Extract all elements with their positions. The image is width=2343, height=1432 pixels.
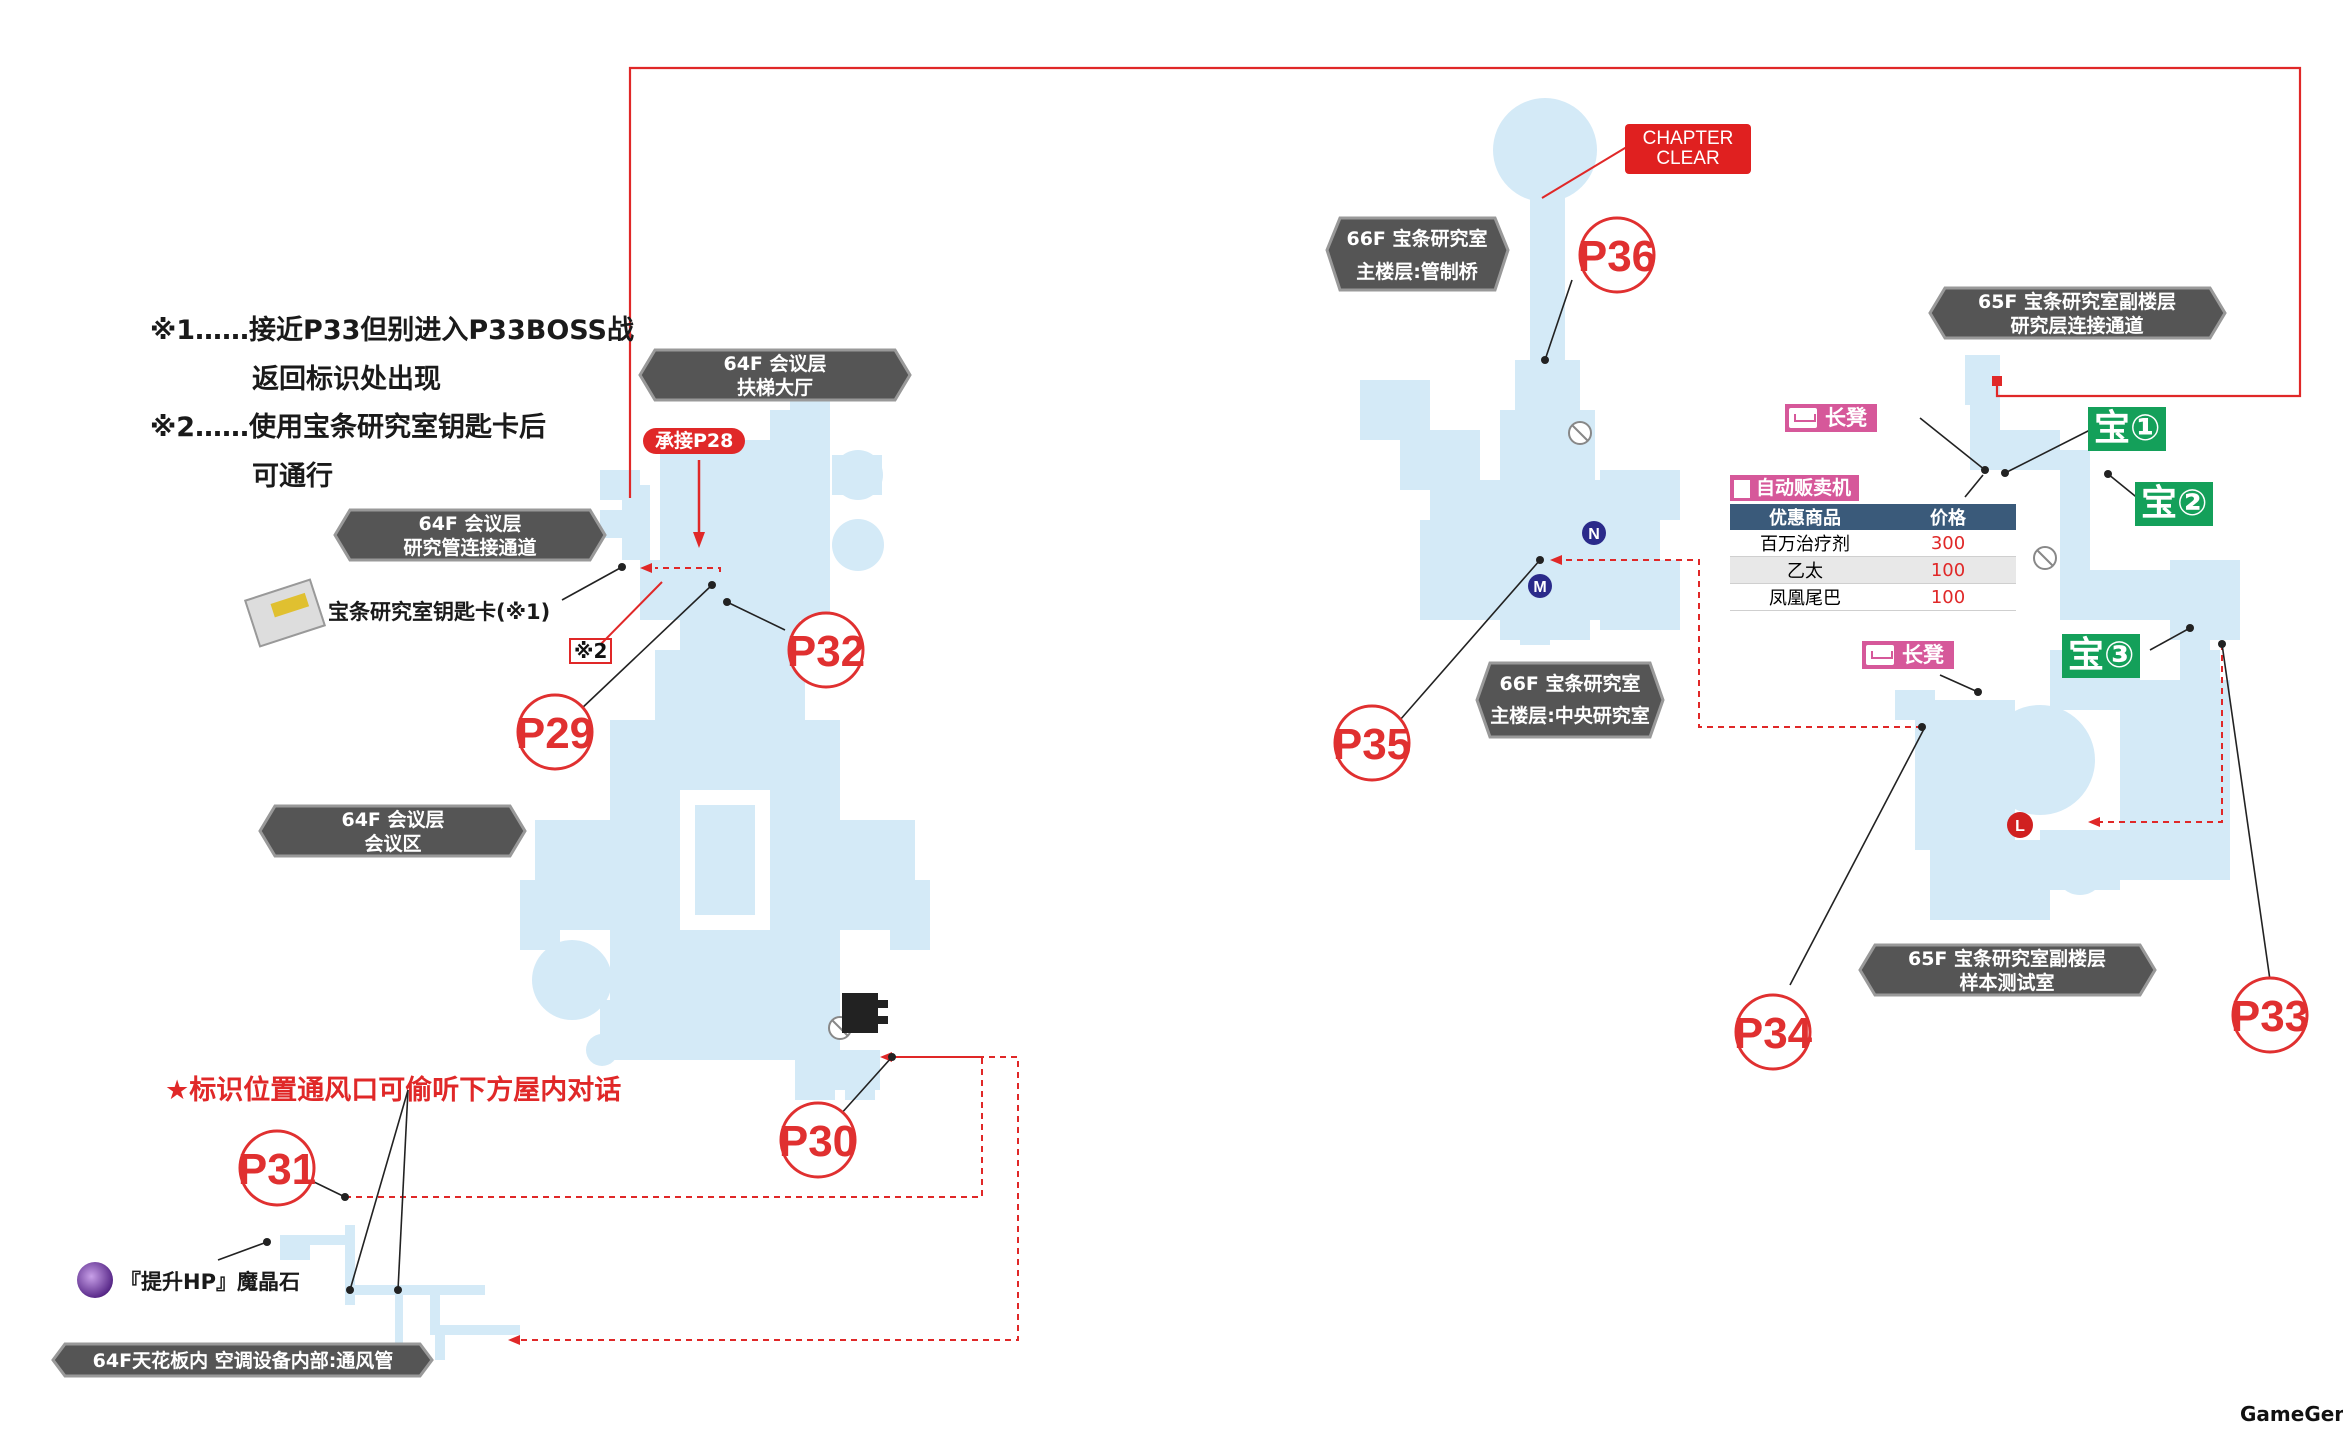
col-item-header: 优惠商品: [1730, 504, 1880, 530]
label-64f-conf-line1: 64F 会议层: [341, 808, 444, 831]
marker-m-text: M: [1533, 579, 1546, 596]
label-64f-escalator-line1: 64F 会议层: [723, 352, 826, 375]
note2-line2: 可通行: [252, 461, 333, 492]
area-label-65f-sample: 65F 宝条研究室副楼层 样本测试室: [1858, 943, 2157, 997]
item-price: 300: [1880, 530, 2016, 557]
marker-n-text: N: [1588, 526, 1600, 543]
page-marker-p36[interactable]: P36: [1578, 216, 1656, 294]
table-row: 百万治疗剂 300: [1730, 530, 2016, 557]
area-label-65f-conn: 65F 宝条研究室副楼层 研究层连接通道: [1928, 286, 2227, 340]
locked-door-icon: [828, 1016, 852, 1040]
label-65f-conn-line1: 65F 宝条研究室副楼层: [1978, 290, 2176, 313]
p32-label: P32: [787, 627, 865, 676]
label-64f-lab-line2: 研究管连接通道: [403, 536, 536, 559]
bench-label-2: 长凳: [1902, 643, 1944, 667]
label-66f-bridge-line1: 66F 宝条研究室: [1346, 227, 1487, 250]
page-marker-p33[interactable]: P33: [2231, 976, 2309, 1054]
marker-n: N: [1582, 521, 1606, 545]
marker-l-text: L: [2015, 818, 2025, 835]
page-marker-p34[interactable]: P34: [1734, 993, 1813, 1071]
item-name: 凤凰尾巴: [1730, 583, 1880, 611]
area-label-64f-duct: 64F天花板内 空调设备内部:通风管: [51, 1342, 434, 1378]
p34-label: P34: [1734, 1009, 1813, 1058]
treasure-1: 宝①: [2088, 407, 2167, 451]
vending-machine-icon: [1734, 479, 1750, 498]
table-row: 乙太 100: [1730, 556, 2016, 584]
area-label-64f-escalator: 64F 会议层 扶梯大厅: [638, 348, 912, 402]
bench-icon: [1789, 408, 1817, 428]
area-label-66f-bridge: 66F 宝条研究室 主楼层:管制桥: [1325, 216, 1510, 292]
p30-label: P30: [779, 1117, 857, 1166]
vending-title-text: 自动贩卖机: [1756, 477, 1852, 499]
vent-hint: ★标识位置通风口可偷听下方屋内对话: [165, 1075, 622, 1106]
label-64f-escalator-line2: 扶梯大厅: [737, 376, 813, 399]
page-marker-p31[interactable]: P31: [238, 1129, 316, 1207]
note1-line1: ※1……接近P33但别进入P33BOSS战: [150, 315, 634, 346]
vending-machine-table: 优惠商品 价格 百万治疗剂 300 乙太 100 凤凰尾巴 100: [1730, 504, 2016, 611]
p33-label: P33: [2231, 992, 2309, 1041]
chapter-clear-line2: CLEAR: [1656, 148, 1720, 169]
note2-marker: ※2: [569, 638, 613, 664]
materia-icon: [77, 1262, 113, 1298]
page-marker-p35[interactable]: P35: [1333, 704, 1411, 782]
area-label-64f-lab: 64F 会议层 研究管连接通道: [333, 508, 607, 562]
leader-lines: [217, 279, 2271, 1291]
label-65f-sample-line2: 样本测试室: [1959, 971, 2054, 994]
continue-from-badge: 承接P28: [643, 428, 746, 454]
label-64f-lab-line1: 64F 会议层: [418, 512, 521, 535]
bench-marker-2: 长凳: [1862, 641, 1954, 669]
bench-marker-1: 长凳: [1785, 404, 1877, 432]
treasure-2: 宝②: [2135, 482, 2214, 526]
chapter-clear-line1: CHAPTER: [1642, 128, 1734, 149]
col-price-header: 价格: [1880, 504, 2016, 530]
note2-line1: ※2……使用宝条研究室钥匙卡后: [150, 412, 547, 443]
materia-label: 『提升HP』魔晶石: [120, 1270, 300, 1294]
label-66f-bridge-line2: 主楼层:管制桥: [1356, 260, 1479, 283]
area-label-66f-central: 66F 宝条研究室 主楼层:中央研究室: [1475, 661, 1665, 739]
chapter-clear-badge: CHAPTER CLEAR: [1625, 124, 1751, 174]
locked-door-icon: [1568, 421, 1592, 445]
bench-label-1: 长凳: [1825, 406, 1867, 430]
table-row: 凤凰尾巴 100: [1730, 583, 2016, 611]
leader-dots: [263, 356, 2226, 1294]
credit-watermark: GameGene: [2240, 1402, 2343, 1426]
p29-label: P29: [516, 709, 594, 758]
note1-line2: 返回标识处出现: [252, 364, 441, 395]
p36-label: P36: [1578, 232, 1656, 281]
page-marker-p32[interactable]: P32: [787, 611, 865, 689]
vending-machine-title: 自动贩卖机: [1730, 475, 1860, 501]
label-66f-central-line2: 主楼层:中央研究室: [1490, 704, 1650, 727]
label-66f-central-line1: 66F 宝条研究室: [1499, 672, 1640, 695]
bench-icon: [1866, 645, 1894, 665]
keycard-label: 宝条研究室钥匙卡(※1): [328, 600, 551, 624]
area-label-64f-conference: 64F 会议层 会议区: [258, 804, 527, 858]
label-65f-sample-line1: 65F 宝条研究室副楼层: [1908, 947, 2106, 970]
map-64f: [280, 400, 930, 1360]
item-name: 百万治疗剂: [1730, 530, 1880, 557]
item-name: 乙太: [1730, 556, 1880, 584]
label-64f-conf-line2: 会议区: [364, 832, 421, 855]
page-marker-p29[interactable]: P29: [516, 693, 594, 771]
page-marker-p30[interactable]: P30: [779, 1101, 857, 1179]
item-price: 100: [1880, 556, 2016, 584]
locked-door-icon: [2033, 546, 2057, 570]
item-price: 100: [1880, 583, 2016, 611]
map-65f: [1895, 355, 2240, 920]
route-lines: [345, 66, 2302, 1345]
label-65f-conn-line2: 研究层连接通道: [2010, 314, 2143, 337]
marker-l: L: [2007, 812, 2033, 838]
treasure-3: 宝③: [2062, 634, 2141, 678]
p35-label: P35: [1333, 720, 1411, 769]
vent-machine-icon: [842, 993, 888, 1033]
map-66f: [1360, 98, 1680, 645]
label-64f-duct: 64F天花板内 空调设备内部:通风管: [93, 1349, 394, 1372]
marker-m: M: [1528, 574, 1552, 598]
p31-label: P31: [238, 1145, 316, 1194]
